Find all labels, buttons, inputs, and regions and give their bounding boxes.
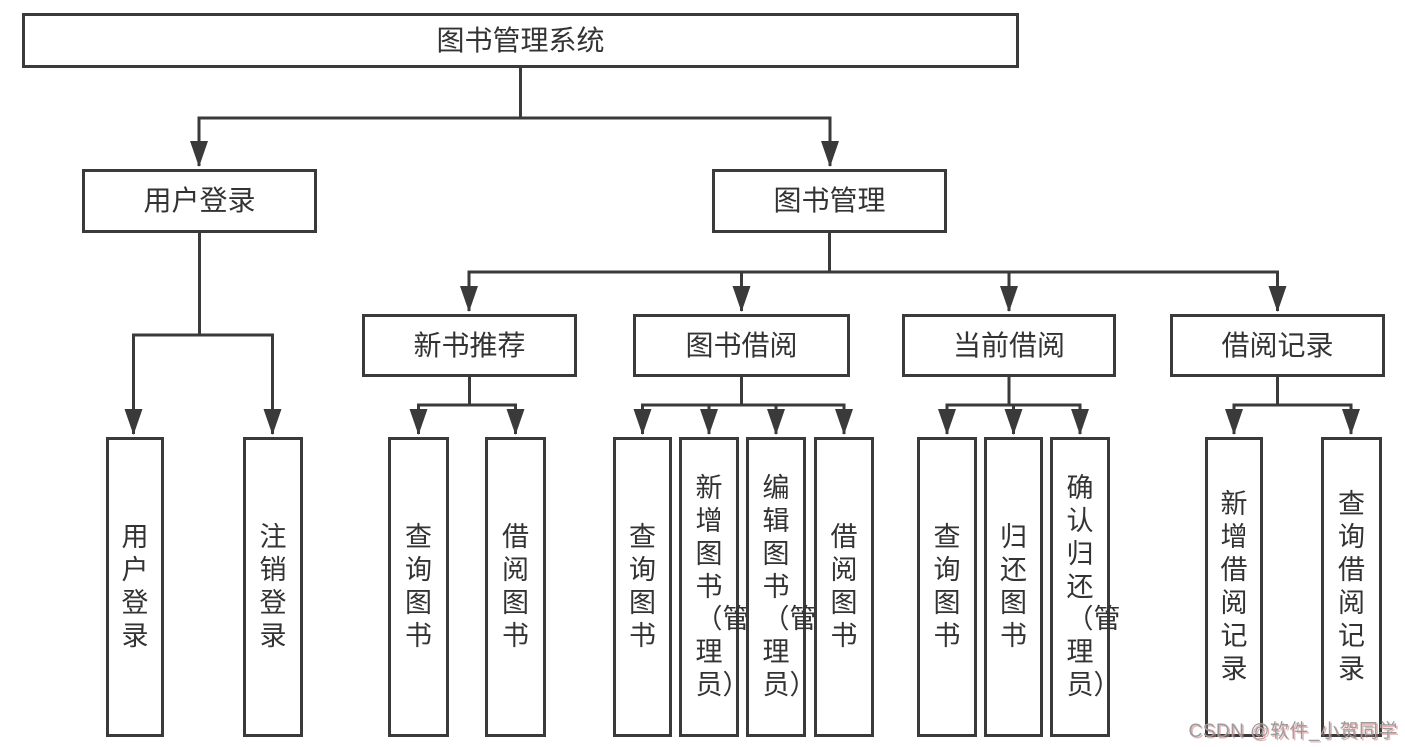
node-book-management: 图书管理 <box>712 169 947 233</box>
leaf-query-book-recommend: 查询图书 <box>388 437 449 737</box>
leaf-label: 查询图书 <box>629 522 656 651</box>
node-current-borrowing: 当前借阅 <box>902 314 1116 377</box>
leaf-query-book-borrowing: 查询图书 <box>613 437 672 737</box>
leaf-label: 归还图书 <box>1000 522 1027 651</box>
node-label: 借阅记录 <box>1221 329 1334 361</box>
node-user-login: 用户登录 <box>82 169 317 233</box>
leaf-query-book-current: 查询图书 <box>917 437 977 737</box>
leaf-borrow-book-recommend: 借阅图书 <box>485 437 546 737</box>
node-book-borrowing: 图书借阅 <box>633 314 850 377</box>
leaf-return-book: 归还图书 <box>984 437 1043 737</box>
leaf-label: 确认归还（管理员） <box>1066 472 1121 701</box>
leaf-label: 新增借阅记录 <box>1220 489 1248 684</box>
connector-arrows <box>124 117 1360 435</box>
node-root-system: 图书管理系统 <box>22 13 1019 68</box>
node-label: 图书借阅 <box>685 329 798 361</box>
leaf-label: 借阅图书 <box>830 522 858 651</box>
leaf-label: 借阅图书 <box>502 522 529 651</box>
leaf-label: 注销登录 <box>259 522 287 651</box>
node-label: 用户登录 <box>143 185 256 217</box>
leaf-user-login: 用户登录 <box>106 437 164 737</box>
node-new-book-recommend: 新书推荐 <box>362 314 577 377</box>
leaf-label: 查询图书 <box>933 522 961 651</box>
leaf-label: 新增图书（管理员） <box>695 472 750 701</box>
node-label: 新书推荐 <box>413 329 526 361</box>
node-label: 图书管理系统 <box>436 24 605 56</box>
leaf-add-borrow-record: 新增借阅记录 <box>1205 437 1263 737</box>
leaf-label: 用户登录 <box>121 522 149 651</box>
leaf-edit-book-admin: 编辑图书（管理员） <box>746 437 817 737</box>
leaf-add-book-admin: 新增图书（管理员） <box>679 437 750 737</box>
node-label: 当前借阅 <box>952 329 1065 361</box>
leaf-label: 查询借阅记录 <box>1338 489 1365 684</box>
leaf-logout: 注销登录 <box>243 437 303 737</box>
leaf-confirm-return-admin: 确认归还（管理员） <box>1050 437 1121 737</box>
node-label: 图书管理 <box>773 185 886 217</box>
leaf-borrow-book: 借阅图书 <box>814 437 874 737</box>
csdn-watermark: CSDN @软件_小贺同学 <box>1188 721 1398 742</box>
leaf-label: 查询图书 <box>405 522 432 651</box>
leaf-label: 编辑图书（管理员） <box>762 472 817 701</box>
node-borrow-records: 借阅记录 <box>1170 314 1385 377</box>
leaf-query-borrow-record: 查询借阅记录 <box>1321 437 1382 737</box>
